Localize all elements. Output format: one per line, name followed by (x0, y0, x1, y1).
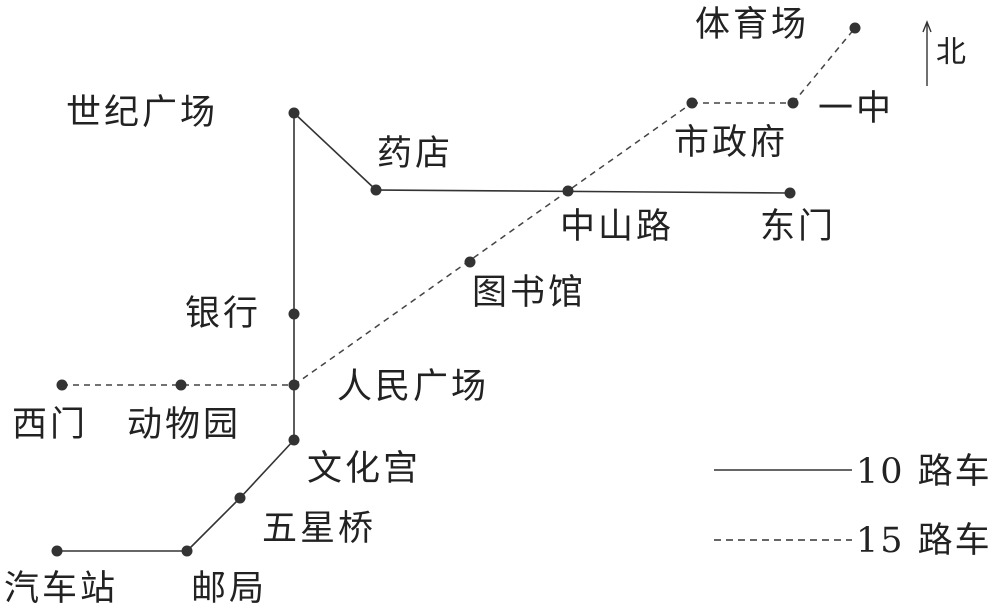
station-dot-shizhengfu (686, 97, 698, 109)
station-dot-youju (181, 545, 193, 557)
station-label-youju: 邮局 (191, 569, 268, 609)
route10-segment (375, 189, 791, 194)
north-arrow-icon (922, 20, 932, 86)
station-label-ximen: 西门 (12, 405, 89, 445)
station-dot-wenhuagong (288, 434, 300, 446)
legend-samples (714, 469, 852, 541)
station-label-tushuguan: 图书馆 (472, 273, 587, 313)
station-dot-dongwuyuan (175, 379, 187, 391)
route10-segment (186, 497, 241, 552)
station-label-qichezhan: 汽车站 (4, 569, 119, 609)
station-label-wenhuagong: 文化宫 (307, 449, 422, 489)
station-dot-tiyuchang (849, 22, 861, 34)
legend-route15-label: 15 路车 (856, 521, 992, 561)
station-label-renminguangchang: 人民广场 (337, 367, 490, 407)
station-label-yizhong: 一中 (818, 89, 895, 129)
station-label-shizhengfu: 市政府 (674, 123, 789, 163)
station-dot-qichezhan (51, 545, 63, 557)
route-15-line (62, 27, 856, 386)
station-dot-wuxingqiao (234, 492, 246, 504)
station-dot-yizhong (787, 97, 799, 109)
station-dot-tushuguan (464, 256, 476, 268)
route10-segment (239, 439, 295, 499)
station-dot-ximen (56, 379, 68, 391)
station-dot-zhongshanlu (562, 185, 574, 197)
north-label: 北 (936, 35, 969, 70)
route10-segment (293, 112, 377, 191)
station-dot-dongmen (784, 187, 796, 199)
station-label-yaodian: 药店 (377, 134, 454, 174)
station-label-dongmen: 东门 (760, 207, 837, 247)
route15-segment (293, 102, 693, 386)
station-label-yinhang: 银行 (185, 294, 262, 334)
station-label-tiyuchang: 体育场 (695, 5, 810, 45)
station-label-shijiguangchang: 世纪广场 (66, 93, 219, 133)
station-dot-yaodian (370, 184, 382, 196)
station-label-wuxingqiao: 五星桥 (262, 509, 377, 549)
station-dot-shijiguangchang (288, 107, 300, 119)
station-dot-yinhang (288, 308, 300, 320)
station-dots (51, 22, 861, 557)
legend-route10-label: 10 路车 (856, 452, 992, 492)
station-label-zhongshanlu: 中山路 (560, 207, 675, 247)
route15-segment (792, 27, 856, 104)
station-label-dongwuyuan: 动物园 (127, 405, 242, 445)
station-dot-renminguangchang (288, 379, 300, 391)
route-10-line (57, 112, 791, 552)
